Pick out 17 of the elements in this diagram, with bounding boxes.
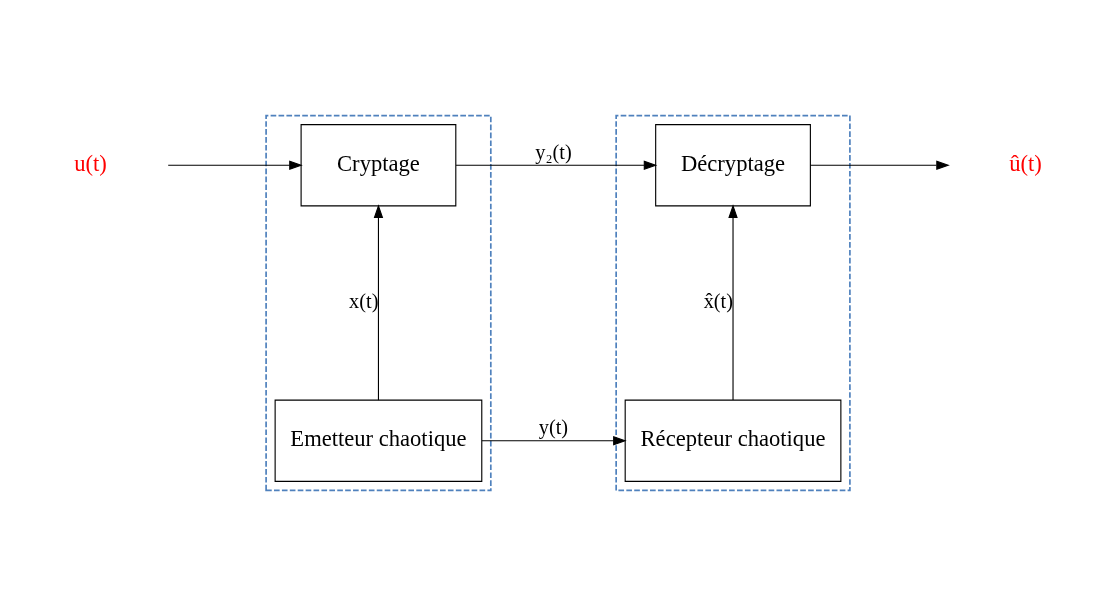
node-box: Cryptage xyxy=(300,124,457,207)
node-text: u(t) xyxy=(74,150,107,176)
node-box: Récepteur chaotique xyxy=(624,399,842,482)
arrow xyxy=(728,204,738,401)
cluster xyxy=(265,114,492,492)
node-box: Emetteur chaotique xyxy=(274,399,483,482)
node-box: Décryptage xyxy=(655,124,811,207)
arrow xyxy=(455,160,658,170)
node-text: û(t) xyxy=(1009,150,1042,176)
edge-label: y₂(t) xyxy=(535,140,572,163)
edge-label: x̂(t) xyxy=(703,289,734,312)
arrow xyxy=(481,436,627,446)
arrow xyxy=(373,204,384,401)
edge-label: x(t) xyxy=(349,289,379,312)
arrow xyxy=(809,160,950,170)
edge-label: y(t) xyxy=(538,416,569,439)
arrow xyxy=(167,160,303,170)
